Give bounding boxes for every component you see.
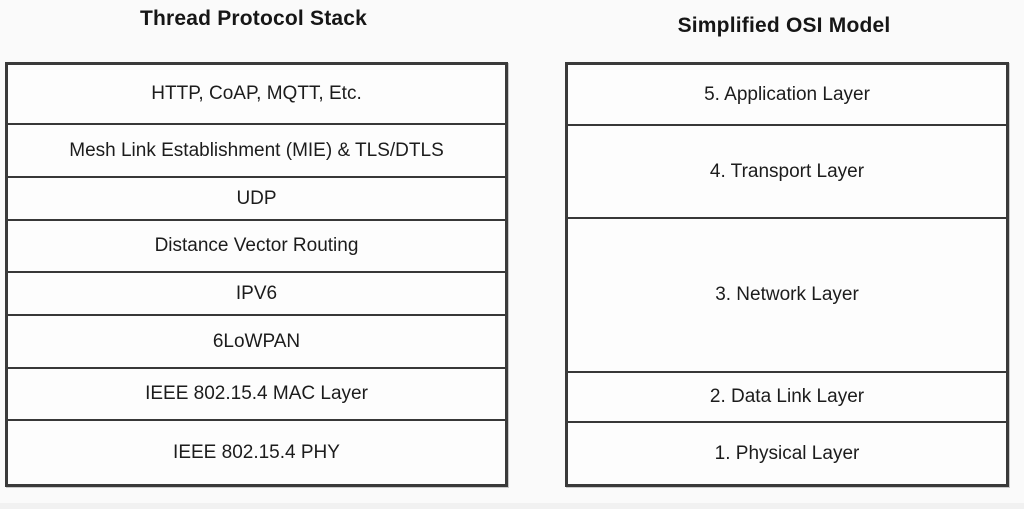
thread-protocol-stack: HTTP, CoAP, MQTT, Etc. Mesh Link Establi… xyxy=(5,62,508,487)
osi-row-physical-layer: 1. Physical Layer xyxy=(568,423,1006,484)
simplified-osi-model: 5. Application Layer 4. Transport Layer … xyxy=(565,62,1009,487)
thread-row-distance-vector-routing: Distance Vector Routing xyxy=(8,221,505,273)
thread-row-udp: UDP xyxy=(8,178,505,221)
bottom-edge-strip xyxy=(0,503,1024,509)
osi-model-title: Simplified OSI Model xyxy=(677,14,891,37)
thread-row-application-protocols: HTTP, CoAP, MQTT, Etc. xyxy=(8,65,505,125)
thread-row-ipv6: IPV6 xyxy=(8,273,505,316)
osi-row-network-layer: 3. Network Layer xyxy=(568,219,1006,373)
thread-row-mesh-link-establishment: Mesh Link Establishment (MIE) & TLS/DTLS xyxy=(8,125,505,178)
osi-row-transport-layer: 4. Transport Layer xyxy=(568,126,1006,219)
osi-row-application-layer: 5. Application Layer xyxy=(568,65,1006,126)
thread-stack-title: Thread Protocol Stack xyxy=(139,7,368,30)
thread-row-6lowpan: 6LoWPAN xyxy=(8,316,505,369)
osi-row-data-link-layer: 2. Data Link Layer xyxy=(568,373,1006,423)
thread-row-mac-layer: IEEE 802.15.4 MAC Layer xyxy=(8,369,505,421)
thread-row-phy: IEEE 802.15.4 PHY xyxy=(8,421,505,484)
